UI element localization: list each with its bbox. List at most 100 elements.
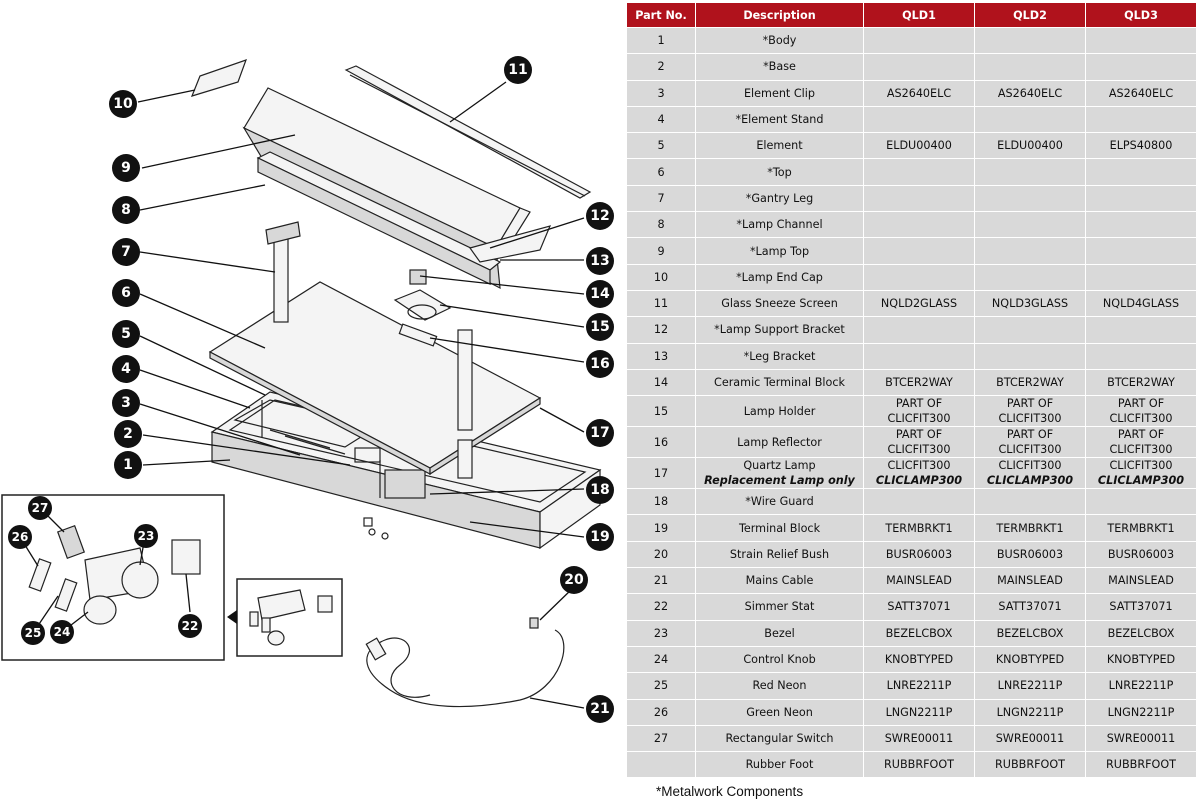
part-no-cell: 23 (627, 620, 695, 646)
qld2-cell (975, 28, 1085, 54)
parts-list-table: Part No. Description QLD1 QLD2 QLD3 1*Bo… (626, 2, 1197, 778)
part-no-cell: 27 (627, 725, 695, 752)
description-cell: Rubber Foot (696, 752, 863, 778)
qld3-cell (1086, 54, 1196, 80)
callout-8: 8 (112, 196, 140, 224)
part-no-cell: 21 (627, 568, 695, 594)
table-row: 12*Lamp Support Bracket (627, 317, 1196, 343)
qld3-cell (1086, 317, 1196, 343)
qld2-cell: NQLD3GLASS (975, 290, 1085, 317)
qld2-cell: AS2640ELC (975, 80, 1085, 106)
qld1-cell: TERMBRKT1 (864, 515, 974, 541)
svg-text:14: 14 (590, 286, 610, 302)
qld1-cell (864, 212, 974, 238)
qld1-cell (864, 28, 974, 54)
table-row: 10*Lamp End Cap (627, 264, 1196, 290)
leader-lines (19, 81, 585, 709)
exploded-parts-diagram: 1 2 3 4 5 6 7 8 9 10 11 12 13 14 15 16 1… (1, 56, 614, 723)
qld3-cell: TERMBRKT1 (1086, 515, 1196, 541)
svg-text:16: 16 (590, 356, 609, 372)
part-no-cell: 20 (627, 541, 695, 568)
table-row: 18*Wire Guard (627, 489, 1196, 515)
table-row: 13*Leg Bracket (627, 343, 1196, 369)
part-no-cell: 18 (627, 489, 695, 515)
svg-text:19: 19 (590, 529, 609, 545)
part-no-cell: 17 (627, 458, 695, 489)
qld1-cell: PART OF CLICFIT300 (864, 427, 974, 458)
qld1-cell: KNOBTYPED (864, 646, 974, 673)
header-qld2: QLD2 (975, 3, 1085, 27)
svg-text:4: 4 (121, 361, 131, 377)
description-cell: Red Neon (696, 673, 863, 699)
qld2-cell (975, 489, 1085, 515)
qld2-cell: LNRE2211P (975, 673, 1085, 699)
qld3-cell (1086, 185, 1196, 212)
part-no-cell: 10 (627, 264, 695, 290)
qld1-cell (864, 264, 974, 290)
part-code: CLICFIT300 (998, 459, 1062, 473)
svg-text:20: 20 (564, 572, 584, 588)
svg-text:5: 5 (121, 326, 131, 342)
description-cell: Mains Cable (696, 568, 863, 594)
description-cell: *Gantry Leg (696, 185, 863, 212)
callout-24: 24 (50, 620, 74, 644)
svg-text:17: 17 (590, 425, 609, 441)
callout-16: 16 (586, 350, 614, 378)
part-no-cell: 8 (627, 212, 695, 238)
qld1-cell: RUBBRFOOT (864, 752, 974, 778)
description-cell: *Leg Bracket (696, 343, 863, 369)
qld1-cell: BEZELCBOX (864, 620, 974, 646)
header-qld1: QLD1 (864, 3, 974, 27)
part-no-cell: 5 (627, 133, 695, 159)
qld1-cell (864, 54, 974, 80)
qld3-cell (1086, 264, 1196, 290)
callout-19: 19 (586, 523, 614, 551)
replacement-note: Replacement Lamp only (704, 474, 855, 488)
description-cell: *Wire Guard (696, 489, 863, 515)
description-cell: Lamp Holder (696, 396, 863, 427)
qld2-cell (975, 106, 1085, 133)
description-cell: Element Clip (696, 80, 863, 106)
qld2-cell: MAINSLEAD (975, 568, 1085, 594)
description-cell: *Lamp Top (696, 238, 863, 264)
qld3-cell (1086, 238, 1196, 264)
description-cell: *Lamp Support Bracket (696, 317, 863, 343)
qld2-cell: TERMBRKT1 (975, 515, 1085, 541)
callout-21: 21 (586, 695, 614, 723)
table-row: 8*Lamp Channel (627, 212, 1196, 238)
qld3-cell (1086, 489, 1196, 515)
part-no-cell: 25 (627, 673, 695, 699)
callout-2: 2 (114, 420, 142, 448)
table-row: 9*Lamp Top (627, 238, 1196, 264)
svg-text:10: 10 (113, 96, 133, 112)
qld2-cell (975, 185, 1085, 212)
svg-text:22: 22 (182, 619, 199, 633)
qld3-cell (1086, 159, 1196, 185)
sneeze-screen-drawing (344, 65, 592, 199)
part-no-cell: 24 (627, 646, 695, 673)
svg-text:15: 15 (590, 319, 609, 335)
part-no-cell: 19 (627, 515, 695, 541)
svg-text:27: 27 (32, 501, 49, 515)
callout-23: 23 (134, 524, 158, 548)
table-row: 1*Body (627, 28, 1196, 54)
svg-text:21: 21 (590, 701, 609, 717)
qld1-cell: SATT37071 (864, 594, 974, 620)
inset-pointer-arrow (227, 610, 237, 624)
lamp-end-cap-drawing (190, 59, 247, 97)
callout-20: 20 (560, 566, 588, 594)
svg-text:26: 26 (12, 530, 29, 544)
callout-14: 14 (586, 280, 614, 308)
part-no-cell: 13 (627, 343, 695, 369)
qld1-cell: NQLD2GLASS (864, 290, 974, 317)
